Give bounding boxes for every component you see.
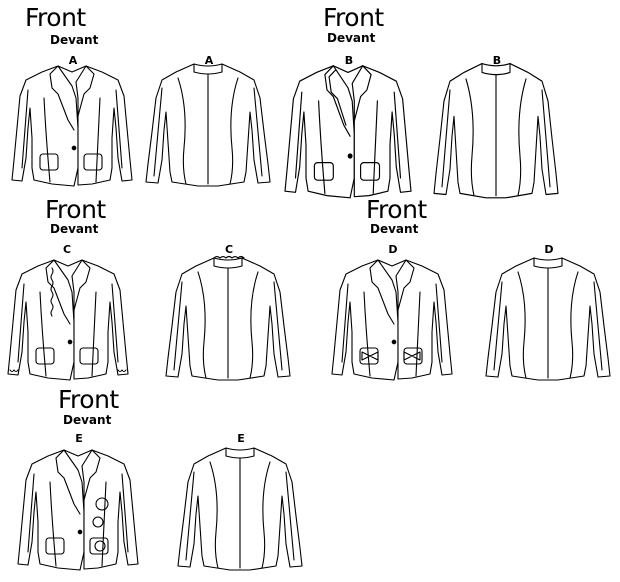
jacket-c-front xyxy=(7,259,129,381)
jacket-d-front xyxy=(331,259,453,381)
view-label-b-back: B xyxy=(492,54,502,67)
jacket-d-back xyxy=(485,257,611,381)
jacket-e-back xyxy=(177,447,303,571)
view-label-e-front: E xyxy=(75,432,83,445)
view-label-d-front: D xyxy=(388,243,398,256)
jacket-a-front xyxy=(11,65,133,187)
heading-devant-a: Devant xyxy=(50,33,99,47)
heading-devant-e: Devant xyxy=(63,413,112,427)
view-label-a-back: A xyxy=(204,54,214,67)
view-label-c-back: C xyxy=(224,243,234,256)
view-label-d-back: D xyxy=(544,243,554,256)
view-label-c-front: C xyxy=(62,243,72,256)
jacket-b-back xyxy=(433,62,559,199)
jacket-c-back xyxy=(165,255,291,381)
view-label-b-front: B xyxy=(344,54,354,67)
jacket-a-back xyxy=(145,63,271,187)
heading-devant-d: Devant xyxy=(370,222,419,236)
heading-front-e: Front xyxy=(58,385,119,414)
view-label-a-front: A xyxy=(68,54,78,67)
heading-front-d: Front xyxy=(366,195,427,224)
heading-front-b: Front xyxy=(323,3,384,32)
heading-devant-c: Devant xyxy=(50,222,99,236)
heading-front-c: Front xyxy=(45,195,106,224)
jacket-b-front xyxy=(284,65,412,199)
heading-front-a: Front xyxy=(25,3,86,32)
view-label-e-back: E xyxy=(237,432,245,445)
heading-devant-b: Devant xyxy=(327,31,376,45)
jacket-e-front xyxy=(17,449,139,571)
